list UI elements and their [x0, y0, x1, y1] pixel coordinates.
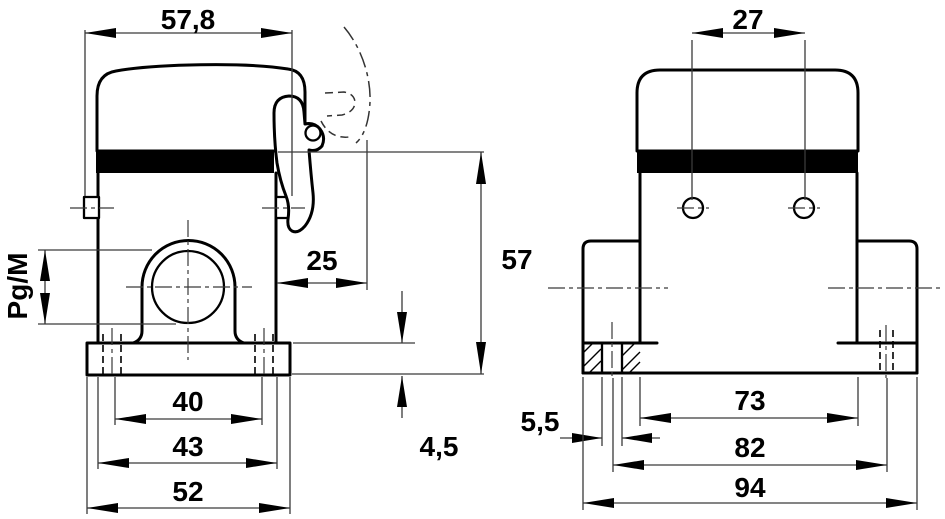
- side-view: 57,8 Pg/M 25 57 4,5: [2, 4, 533, 514]
- dim-lever-projection: 25: [277, 140, 368, 290]
- dim-pin-spacing-label: 27: [732, 4, 763, 35]
- dim-flange-thickness-label: 4,5: [420, 431, 459, 462]
- lever-open-handle: [324, 91, 356, 117]
- dim-pin-spacing: 27: [691, 4, 806, 200]
- dim-hood-width-label: 57,8: [161, 4, 216, 35]
- dim-side-housing-width-label: 43: [172, 431, 203, 462]
- dim-housing-height: 57: [278, 151, 533, 375]
- front-view: 27 5,5 73 82 94: [521, 4, 944, 510]
- lever-pivot-pin: [304, 124, 322, 142]
- side-seal-band: [96, 150, 274, 173]
- dim-slot-spacing: 82: [612, 378, 888, 472]
- dim-side-flange-width: 52: [86, 377, 291, 514]
- dim-flange-thickness: 4,5: [293, 291, 458, 462]
- front-hood-outline: [635, 68, 860, 153]
- dim-slot-spacing-label: 82: [734, 432, 765, 463]
- cable-boss-outline: [131, 239, 246, 345]
- dim-side-flange-width-label: 52: [172, 476, 203, 507]
- front-seal-band: [637, 151, 858, 173]
- front-body-edges: [638, 171, 859, 345]
- dim-front-flange-width-label: 94: [734, 472, 766, 503]
- section-hatching: [583, 342, 641, 373]
- front-slot-edges: [600, 343, 624, 373]
- dim-front-housing-width-label: 73: [734, 385, 765, 416]
- dim-slot-width-label: 5,5: [521, 406, 560, 437]
- dim-slot-center-width: 40: [114, 377, 263, 425]
- dim-hood-width: 57,8: [84, 4, 293, 196]
- lever-open-hook: [320, 120, 350, 138]
- dim-front-flange-width: 94: [582, 377, 918, 510]
- front-side-flanges: [581, 239, 919, 375]
- dim-lever-projection-label: 25: [306, 245, 337, 276]
- side-slot-centerlines: [111, 328, 265, 378]
- dim-housing-height-label: 57: [501, 244, 532, 275]
- dim-cable-entry-thread-label: Pg/M: [2, 253, 33, 320]
- dim-front-housing-width: 73: [639, 377, 859, 426]
- dim-slot-center-width-label: 40: [172, 386, 203, 417]
- side-hood-outline: [95, 63, 307, 153]
- dim-slot-width: 5,5: [521, 377, 660, 446]
- lever-open-arc: [343, 26, 371, 144]
- side-centerlines: [70, 207, 305, 360]
- front-slot-centerlines: [611, 322, 887, 378]
- dim-cable-entry-thread: Pg/M: [2, 249, 176, 325]
- dim-side-housing-width: 43: [97, 377, 278, 469]
- front-hidden-slot: [879, 330, 894, 373]
